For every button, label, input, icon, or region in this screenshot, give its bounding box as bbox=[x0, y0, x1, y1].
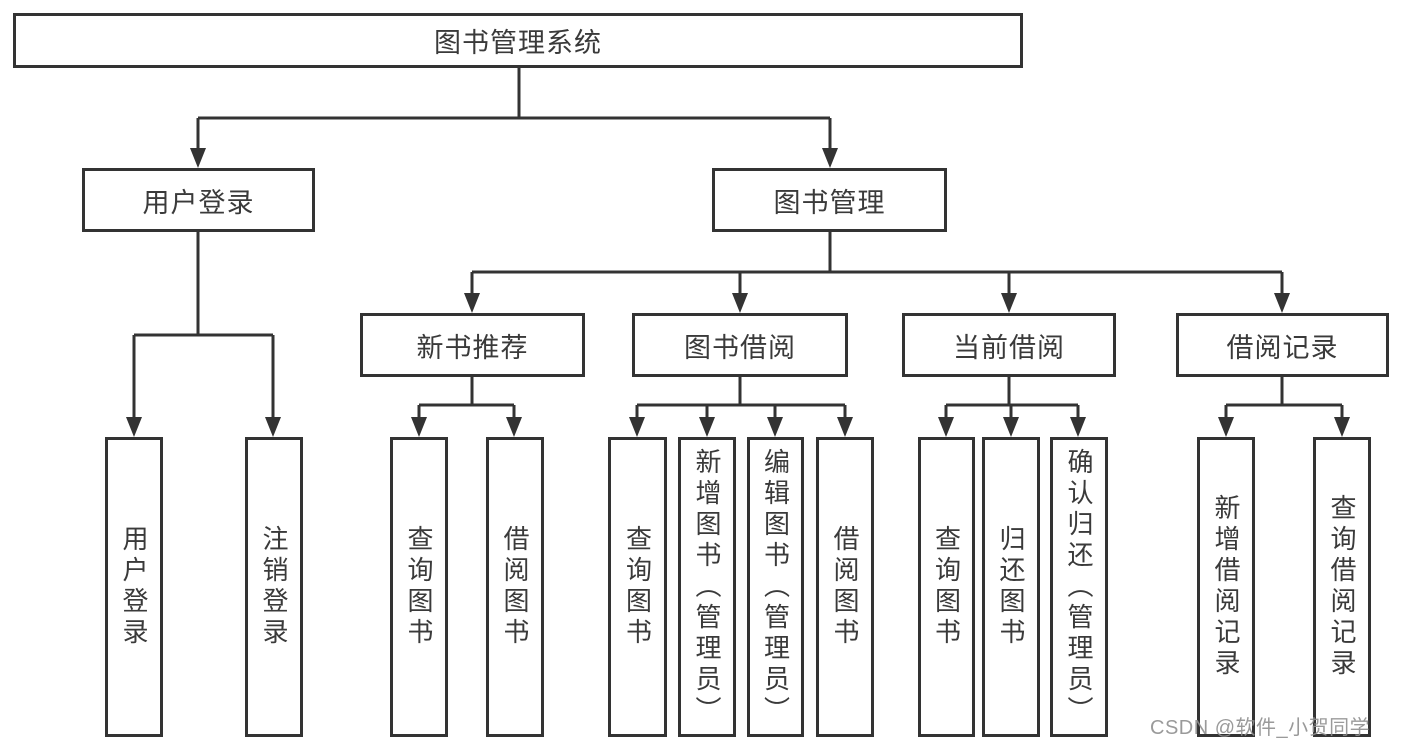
node-label: 图书管理系统 bbox=[434, 28, 602, 58]
leaf-br-add-record: 新增借阅记录 bbox=[1197, 437, 1255, 737]
node-user-login: 用户登录 bbox=[82, 168, 315, 232]
node-label: 当前借阅 bbox=[953, 332, 1065, 363]
node-book-borrowing: 图书借阅 bbox=[632, 313, 848, 377]
node-label: 用户登录 bbox=[142, 187, 255, 218]
node-label: 查询图书 bbox=[622, 525, 653, 649]
leaf-bb-query-books: 查询图书 bbox=[608, 437, 667, 737]
node-book-management: 图书管理 bbox=[712, 168, 947, 232]
node-label: 新增借阅记录 bbox=[1211, 494, 1241, 680]
csdn-watermark: CSDN @软件_小贺同学 bbox=[1150, 717, 1371, 739]
node-label: 用户登录 bbox=[119, 525, 149, 649]
leaf-nbr-borrow-books: 借阅图书 bbox=[486, 437, 544, 737]
node-label: 归还图书 bbox=[996, 525, 1026, 649]
leaf-bb-borrow-books: 借阅图书 bbox=[816, 437, 874, 737]
leaf-cb-query-books: 查询图书 bbox=[918, 437, 975, 737]
leaf-bb-edit-books-admin: 编辑图书（管理员） bbox=[747, 437, 804, 737]
leaf-br-query-record: 查询借阅记录 bbox=[1313, 437, 1371, 737]
node-label: 查询图书 bbox=[931, 525, 962, 649]
node-current-borrowing: 当前借阅 bbox=[902, 313, 1116, 377]
node-label: 查询图书 bbox=[404, 525, 434, 649]
leaf-user-login: 用户登录 bbox=[105, 437, 163, 737]
leaf-cb-return-books: 归还图书 bbox=[982, 437, 1040, 737]
leaf-logout: 注销登录 bbox=[245, 437, 303, 737]
node-label: 查询借阅记录 bbox=[1327, 494, 1357, 680]
node-label: 新增图书（管理员） bbox=[692, 447, 722, 727]
node-label: 编辑图书（管理员） bbox=[760, 447, 791, 727]
node-label: 图书管理 bbox=[773, 187, 886, 218]
node-label: 新书推荐 bbox=[416, 332, 529, 363]
node-borrow-records: 借阅记录 bbox=[1176, 313, 1389, 377]
node-label: 确认归还（管理员） bbox=[1064, 447, 1094, 727]
leaf-bb-add-books-admin: 新增图书（管理员） bbox=[678, 437, 736, 737]
node-label: 借阅图书 bbox=[830, 525, 860, 649]
leaf-nbr-query-books: 查询图书 bbox=[390, 437, 448, 737]
node-library-management-system: 图书管理系统 bbox=[13, 13, 1023, 68]
node-label: 借阅图书 bbox=[500, 525, 530, 649]
node-label: 注销登录 bbox=[259, 525, 289, 649]
node-label: 图书借阅 bbox=[684, 332, 796, 363]
node-label: 借阅记录 bbox=[1226, 332, 1339, 363]
node-new-book-recommend: 新书推荐 bbox=[360, 313, 585, 377]
leaf-cb-confirm-return-admin: 确认归还（管理员） bbox=[1050, 437, 1108, 737]
